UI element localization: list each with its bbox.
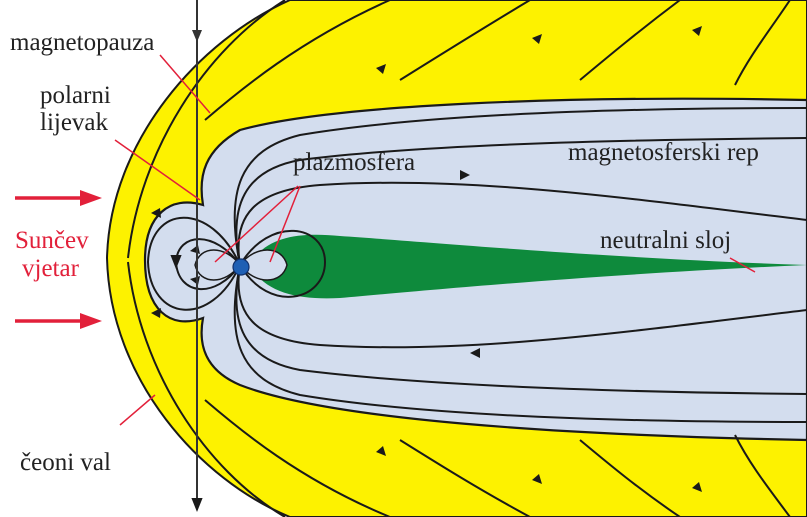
label-magnetopause: magnetopauza bbox=[10, 29, 154, 56]
arrow-right-icon-head bbox=[80, 313, 102, 329]
label-plasmasphere: plazmosfera bbox=[293, 149, 415, 176]
label-bow-shock: čeoni val bbox=[20, 449, 111, 476]
arrow-right-icon-head bbox=[80, 190, 102, 206]
label-solar-wind-line2: vjetar bbox=[22, 255, 80, 282]
label-solar-wind-line1: Sunčev bbox=[15, 227, 89, 254]
label-polar-cusp-line2: lijevak bbox=[40, 109, 109, 136]
pointer-ceoni-val bbox=[120, 395, 155, 425]
earth-icon bbox=[233, 259, 249, 275]
label-polar-cusp-line1: polarni bbox=[40, 82, 111, 109]
label-magnetotail: magnetosferski rep bbox=[568, 139, 759, 166]
label-neutral-sheet: neutralni sloj bbox=[600, 227, 731, 254]
vertical-reference-arrow-top bbox=[192, 30, 202, 42]
